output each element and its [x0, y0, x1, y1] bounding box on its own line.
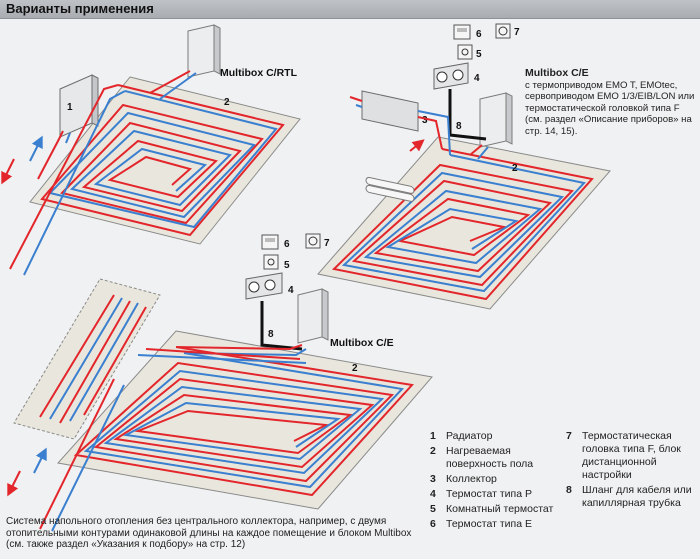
thermostatic-head-f: [495, 23, 511, 39]
label-4: 4: [288, 285, 294, 296]
thermostat-p: [433, 62, 469, 90]
multibox-ce-bottom-label: Multibox C/E: [330, 337, 394, 349]
label-2: 2: [352, 363, 358, 374]
note-line: (см. раздел «Описание приборов» на: [525, 114, 692, 126]
section-header: Варианты применения: [0, 0, 700, 19]
radiator: [59, 74, 99, 138]
multibox-ce-description: Multibox C/E с термоприводом EMO T, EMOt…: [525, 67, 697, 138]
floor-loop-supply: [40, 84, 285, 237]
scene-multibox-rtl: 1 Multibox C/RTL 2: [1, 24, 301, 276]
label-4: 4: [474, 73, 480, 84]
multibox-rtl-label: Multibox C/RTL: [220, 67, 298, 79]
label-6: 6: [476, 29, 482, 40]
label-5: 5: [476, 49, 482, 60]
label-8: 8: [268, 329, 274, 340]
figure-caption: Система напольного отопления без централ…: [6, 516, 412, 551]
thermostat-e: [261, 234, 279, 250]
application-diagram: 1 Multibox C/RTL 2: [1, 23, 611, 532]
note-line: стр. 14, 15).: [525, 125, 578, 137]
label-7: 7: [514, 27, 520, 38]
thermostat-p: [245, 272, 283, 300]
label-2: 2: [224, 97, 230, 108]
note-line: с термоприводом EMO T, EMOtec,: [525, 79, 678, 91]
multibox-ce-top-label: Multibox C/E: [525, 67, 589, 79]
collector: [361, 90, 419, 202]
thermostat-e: [453, 24, 471, 40]
label-1: 1: [67, 102, 73, 113]
label-2: 2: [512, 163, 518, 174]
note-line: сервоприводом EMO 1/3/EIB/LON или: [525, 91, 695, 103]
label-5: 5: [284, 260, 290, 271]
scene-collector-multibox-ce: 3 2 4 5 6 7 8: [317, 23, 611, 310]
label-7: 7: [324, 238, 330, 249]
label-8: 8: [456, 121, 462, 132]
label-6: 6: [284, 239, 290, 250]
multibox-ce-bottom-box: [297, 288, 329, 344]
label-3: 3: [422, 115, 428, 126]
room-thermostat: [457, 44, 473, 60]
multibox-rtl-box: [187, 24, 221, 78]
section-title: Варианты применения: [6, 1, 154, 16]
multibox-ce-top-box: [479, 92, 513, 148]
scene-two-circuits-multibox-ce: Multibox C/E 2 4 5 6 7 8: [7, 233, 433, 532]
floor-surface: [317, 136, 611, 310]
thermostatic-head-f: [305, 233, 321, 249]
cable-hose: [448, 89, 487, 141]
note-line: термостатической головкой типа F: [525, 102, 680, 114]
cable-hose: [260, 301, 303, 351]
room-thermostat: [263, 254, 279, 270]
floor-loop-return: [48, 90, 278, 229]
